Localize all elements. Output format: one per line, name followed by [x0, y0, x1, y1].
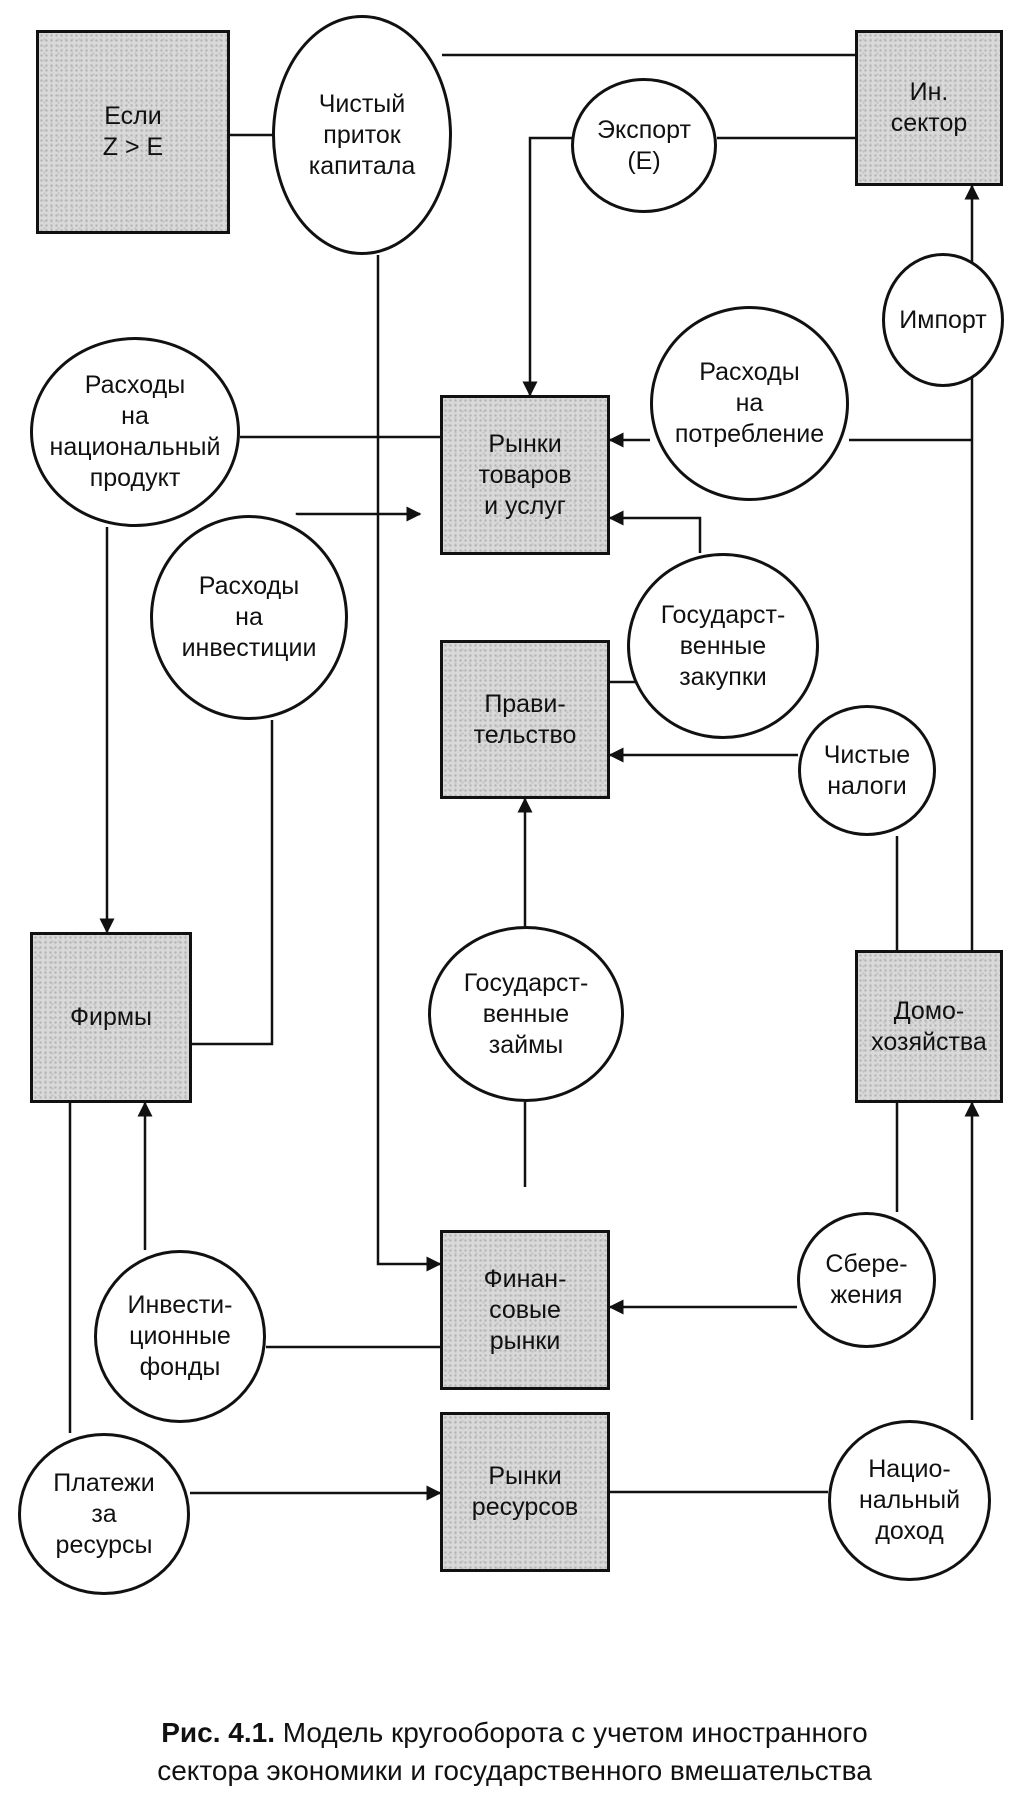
circle-national-product-spending-label: Расходы на национальный продукт [49, 371, 221, 492]
box-goods-markets-label: Рынки товаров и услуг [478, 429, 572, 520]
box-households-label: Домо- хозяйства [871, 996, 987, 1056]
circle-resource-payments-label: Платежи за ресурсы [53, 1468, 155, 1559]
box-foreign-sector-label: Ин. сектор [890, 78, 968, 137]
circle-net-capital-inflow-label: Чистый приток капитала [308, 89, 416, 180]
figure-caption-label: Рис. 4.1. [161, 1717, 275, 1748]
circle-government-borrowing: Государст- венные займы [428, 926, 624, 1102]
box-government: Прави- тельство [440, 640, 610, 799]
box-households: Домо- хозяйства [855, 950, 1003, 1103]
box-if-z-greater-e-label: Если Z > E [102, 102, 164, 161]
connector-export-to-goods [522, 136, 576, 397]
circle-export: Экспорт (E) [571, 78, 717, 213]
circle-savings-label: Сбере- жения [825, 1250, 908, 1309]
circle-resource-payments: Платежи за ресурсы [18, 1433, 190, 1595]
circle-import-label: Импорт [899, 305, 987, 334]
circle-government-purchases-label: Государст- венные закупки [660, 600, 786, 691]
circle-net-taxes: Чистые налоги [798, 705, 936, 836]
box-firms-label: Фирмы [69, 1003, 153, 1031]
connector-firms-to-investment [192, 720, 274, 1046]
circle-government-purchases: Государст- венные закупки [627, 553, 819, 739]
box-financial-markets-label: Финан- совые рынки [483, 1264, 567, 1355]
circle-investment-spending-label: Расходы на инвестиции [181, 572, 317, 662]
figure-caption-line-1: Рис. 4.1. Модель кругооборота с учетом и… [0, 1714, 1029, 1752]
circle-national-income: Нацио- нальный доход [828, 1420, 991, 1581]
box-resource-markets-label: Рынки ресурсов [471, 1462, 579, 1521]
box-government-label: Прави- тельство [473, 689, 577, 749]
circle-import: Импорт [882, 253, 1004, 387]
connector-investment-to-goods [295, 506, 422, 522]
circle-export-label: Экспорт (E) [597, 115, 691, 175]
box-financial-markets: Финан- совые рынки [440, 1230, 610, 1390]
circle-net-capital-inflow: Чистый приток капитала [272, 15, 452, 255]
figure-caption: Рис. 4.1. Модель кругооборота с учетом и… [0, 1714, 1029, 1790]
circle-investment-funds-label: Инвести- ционные фонды [127, 1291, 233, 1381]
box-firms: Фирмы [30, 932, 192, 1103]
circle-net-taxes-label: Чистые налоги [823, 740, 911, 800]
circle-investment-spending: Расходы на инвестиции [150, 515, 348, 720]
circle-national-product-spending: Расходы на национальный продукт [30, 337, 240, 527]
box-if-z-greater-e: Если Z > E [36, 30, 230, 234]
circle-consumption-spending: Расходы на потребление [650, 306, 849, 501]
circle-government-borrowing-label: Государст- венные займы [463, 968, 589, 1059]
box-goods-markets: Рынки товаров и услуг [440, 395, 610, 555]
connector-capital-to-financial [376, 255, 442, 1272]
box-resource-markets: Рынки ресурсов [440, 1412, 610, 1572]
circle-savings: Сбере- жения [797, 1212, 936, 1348]
figure-caption-text-1: Модель кругооборота с учетом иностранног… [274, 1717, 868, 1748]
box-foreign-sector: Ин. сектор [855, 30, 1003, 186]
connector-govpurch-to-goods [608, 510, 702, 553]
circle-national-income-label: Нацио- нальный доход [858, 1455, 961, 1545]
circle-investment-funds: Инвести- ционные фонды [94, 1250, 266, 1423]
figure-caption-text-2: сектора экономики и государственного вме… [157, 1755, 872, 1786]
circle-consumption-spending-label: Расходы на потребление [674, 358, 825, 448]
